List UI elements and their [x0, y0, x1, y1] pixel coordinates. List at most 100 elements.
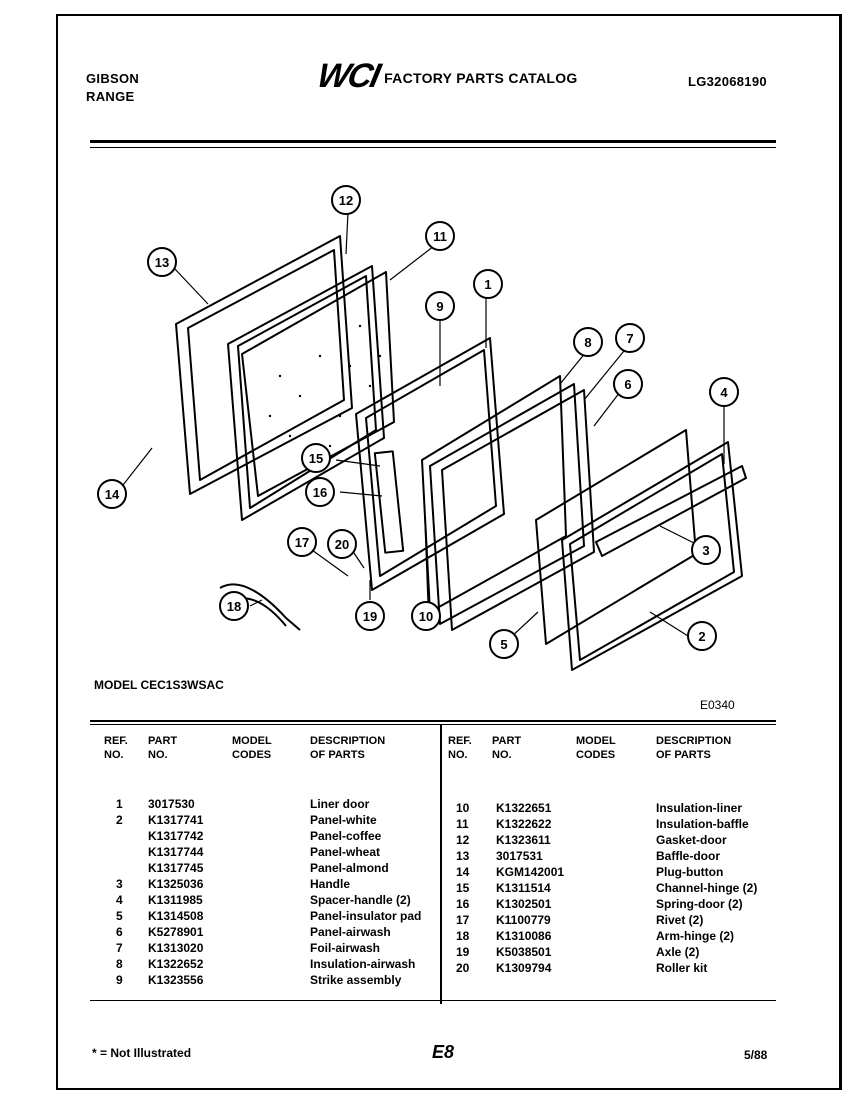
parts-row-part: K5278901	[148, 925, 204, 939]
parts-row-desc: Panel-almond	[310, 861, 389, 875]
parts-row-part: K5038501	[496, 945, 552, 959]
parts-row-ref: 20	[456, 961, 470, 975]
parts-row-part: K1302501	[496, 897, 552, 911]
callout-16: 16	[305, 477, 335, 507]
parts-row-ref: 8	[116, 957, 123, 971]
baffle-door-shape	[175, 235, 353, 495]
callout-7: 7	[615, 323, 645, 353]
parts-row-part: K1100779	[496, 913, 551, 927]
page-number: E8	[432, 1042, 455, 1062]
parts-row-part: K1310086	[496, 929, 552, 943]
svg-text:5: 5	[500, 637, 507, 652]
panel-airwash-shape	[441, 389, 595, 631]
callout-19: 19	[355, 601, 385, 631]
callout-9: 9	[425, 291, 455, 321]
parts-row-desc: Rivet (2)	[656, 913, 704, 927]
model-label: MODEL CEC1S3WSAC	[94, 678, 224, 692]
figure-code: E0340	[700, 698, 735, 712]
callout-17: 17	[287, 527, 317, 557]
callout-12: 12	[331, 185, 361, 215]
parts-row-desc: Panel-white	[310, 813, 377, 827]
parts-row-part: K1311985	[148, 893, 203, 907]
print-date: 5/88	[744, 1048, 768, 1062]
parts-row-ref: 12	[456, 833, 470, 847]
parts-row-desc: Panel-insulator pad	[310, 909, 422, 923]
parts-row-ref: 9	[116, 973, 123, 987]
parts-row-part: K1322651	[496, 801, 552, 815]
parts-row-desc: Baffle-door	[656, 849, 720, 863]
callout-15: 15	[301, 443, 331, 473]
parts-row-ref: 2	[116, 813, 123, 827]
svg-text:6: 6	[624, 377, 631, 392]
parts-row-part: K1323556	[148, 973, 204, 987]
parts-row-part: 3017531	[496, 849, 543, 863]
svg-text:11: 11	[433, 229, 447, 244]
parts-row-ref: 15	[456, 881, 470, 895]
exploded-door-diagram: 13 12 11 9 1 8 7 6 4 3 2 5 10 14 15 16 1…	[97, 185, 747, 671]
parts-row-ref: 1	[116, 797, 123, 811]
callout-3: 3	[691, 535, 721, 565]
callout-20: 20	[327, 529, 357, 559]
svg-text:12: 12	[339, 193, 353, 208]
parts-row-part: K1325036	[148, 877, 204, 891]
svg-text:15: 15	[309, 451, 323, 466]
not-illustrated-note: * = Not Illustrated	[92, 1046, 192, 1060]
parts-row-part: KGM142001	[496, 865, 565, 879]
callout-4: 4	[709, 377, 739, 407]
table-center-divider	[440, 724, 442, 1004]
insulation-baffle-shape	[241, 271, 395, 497]
catalog-title: FACTORY PARTS CATALOG	[384, 70, 578, 86]
parts-row-desc: Panel-airwash	[310, 925, 391, 939]
parts-row-ref: 18	[456, 929, 470, 943]
parts-row-desc: Foil-airwash	[310, 941, 381, 955]
parts-row-part: K1317745	[148, 861, 204, 875]
header-ref-left: REF.NO.	[104, 735, 128, 761]
parts-row-ref: 6	[116, 925, 123, 939]
svg-text:9: 9	[436, 299, 443, 314]
svg-text:13: 13	[155, 255, 169, 270]
svg-text:7: 7	[626, 331, 633, 346]
callout-2: 2	[687, 621, 717, 651]
callout-5: 5	[489, 629, 519, 659]
parts-row-part: K1317742	[148, 829, 204, 843]
parts-row-desc: Spacer-handle (2)	[310, 893, 411, 907]
doc-number: LG32068190	[688, 74, 767, 89]
svg-text:10: 10	[419, 609, 433, 624]
brand-block: GIBSON RANGE	[86, 70, 139, 106]
parts-row-ref: 5	[116, 909, 123, 923]
parts-row-part: K1322622	[496, 817, 552, 831]
callout-1: 1	[473, 269, 503, 299]
hinge-channel-shape	[373, 450, 405, 554]
callout-11: 11	[425, 221, 455, 251]
svg-text:16: 16	[313, 485, 327, 500]
parts-row-desc: Insulation-baffle	[656, 817, 749, 831]
callout-13: 13	[147, 247, 177, 277]
parts-row-desc: Handle	[310, 877, 351, 891]
page-border	[56, 14, 842, 1090]
svg-text:3: 3	[702, 543, 709, 558]
parts-row-desc: Insulation-airwash	[310, 957, 416, 971]
callout-18: 18	[219, 591, 249, 621]
outer-panel-shape	[561, 441, 743, 671]
header-ref-right: REF.NO.	[448, 735, 472, 761]
callout-6: 6	[613, 369, 643, 399]
brand-name: GIBSON	[86, 71, 140, 86]
callout-8: 8	[573, 327, 603, 357]
parts-row-ref: 17	[456, 913, 470, 927]
callout-10: 10	[411, 601, 441, 631]
svg-text:17: 17	[295, 535, 309, 550]
callout-group: 13 12 11 9 1 8 7 6 4 3 2 5 10 14 15 16 1…	[97, 185, 739, 659]
parts-row-desc: Arm-hinge (2)	[656, 929, 734, 943]
table-top-rule-thin	[90, 724, 776, 725]
foil-airwash-shape	[429, 383, 585, 625]
svg-text:1: 1	[484, 277, 491, 292]
header-rule-thin	[90, 147, 776, 148]
svg-text:8: 8	[584, 335, 591, 350]
parts-row-part: K1317741	[148, 813, 204, 827]
parts-row-ref: 11	[456, 817, 469, 831]
parts-row-ref: 3	[116, 877, 123, 891]
parts-row-part: K1323611	[496, 833, 551, 847]
parts-row-desc: Panel-coffee	[310, 829, 382, 843]
